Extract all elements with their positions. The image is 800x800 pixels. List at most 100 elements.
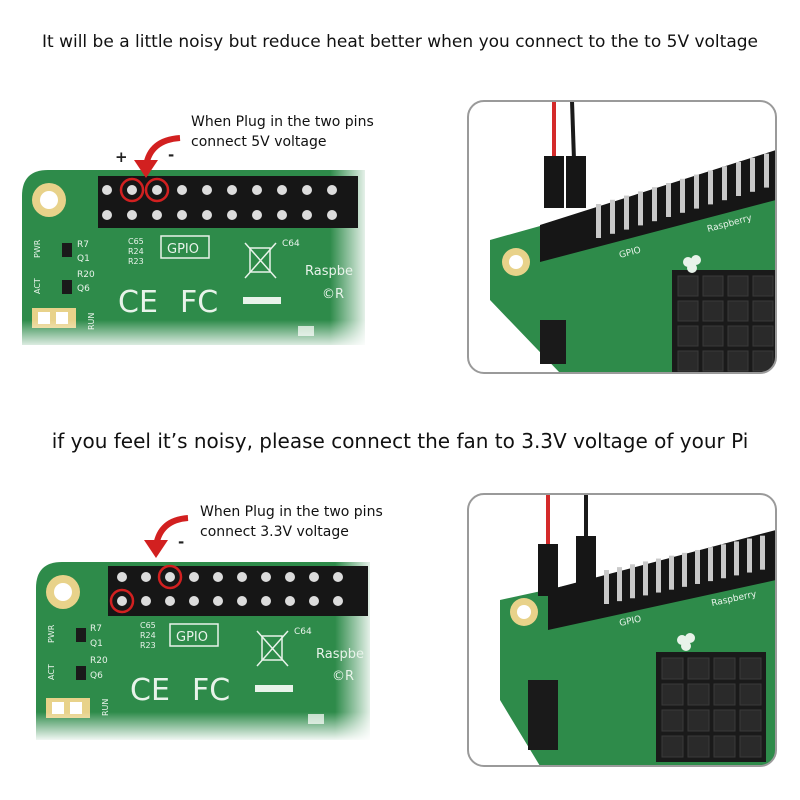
heatsink-fin xyxy=(661,735,684,758)
heatsink-fin xyxy=(687,709,710,732)
svg-text:Q6: Q6 xyxy=(90,671,103,681)
header-pin xyxy=(277,185,287,195)
svg-text:RUN: RUN xyxy=(101,699,110,716)
heatsink-fin xyxy=(713,709,736,732)
bottom-heading: if you feel it’s noisy, please connect t… xyxy=(51,429,749,453)
header-pin xyxy=(237,572,247,582)
header-pin xyxy=(630,564,635,599)
callout-top-line2: connect 5V voltage xyxy=(191,134,327,150)
header-pin xyxy=(734,541,739,576)
header-pin xyxy=(285,572,295,582)
raspberry-logo-icon xyxy=(683,255,701,273)
minus-sign: - xyxy=(178,533,185,551)
header-pin xyxy=(682,552,687,587)
header-pin xyxy=(261,572,271,582)
heatsink-fin xyxy=(677,300,699,322)
dupont-connector xyxy=(544,156,564,208)
heatsink-fin xyxy=(687,735,710,758)
header-pin xyxy=(596,204,601,238)
header-pin xyxy=(708,547,713,582)
heatsink-fin xyxy=(677,350,699,372)
header-pin xyxy=(722,166,727,201)
svg-text:C65: C65 xyxy=(128,237,144,246)
svg-text:C65: C65 xyxy=(140,621,156,630)
heatsink-fin xyxy=(702,275,724,297)
header-pin xyxy=(669,555,674,590)
svg-text:Q1: Q1 xyxy=(77,254,90,264)
header-pin xyxy=(177,210,187,220)
heatsink-fin xyxy=(677,325,699,347)
svg-text:PWR: PWR xyxy=(33,239,42,258)
header-pin xyxy=(213,572,223,582)
pin-highlight-3v3 xyxy=(109,588,135,614)
gpio-label: GPIO xyxy=(176,630,208,645)
header-pin xyxy=(302,185,312,195)
heatsink-fin xyxy=(739,735,762,758)
header-pin xyxy=(604,570,609,604)
svg-text:ACT: ACT xyxy=(47,664,56,680)
weee-bin-icon xyxy=(256,630,289,667)
callout-bottom-line1: When Plug in the two pins xyxy=(200,504,383,520)
header-pin xyxy=(302,210,312,220)
header-pin xyxy=(680,178,685,213)
heatsink-fin xyxy=(713,735,736,758)
heatsink-fin xyxy=(677,275,699,297)
heatsink-fin xyxy=(752,300,774,322)
svg-text:R7: R7 xyxy=(90,624,102,634)
heatsink-fin xyxy=(713,657,736,680)
plus-sign: + xyxy=(115,148,128,166)
header-pin xyxy=(189,572,199,582)
dupont-connector xyxy=(576,536,596,588)
heatsink-fin xyxy=(739,683,762,706)
heatsink-fin xyxy=(687,683,710,706)
header-pin xyxy=(152,210,162,220)
header-pin xyxy=(708,170,713,205)
header-pin xyxy=(189,596,199,606)
header-pin xyxy=(652,187,657,222)
copyright-label: ©R xyxy=(322,287,344,302)
svg-text:PWR: PWR xyxy=(47,624,56,643)
header-pin xyxy=(695,549,700,584)
header-pin xyxy=(202,185,212,195)
top-heading: It will be a little noisy but reduce hea… xyxy=(42,32,758,52)
raspberry-label: Raspbe xyxy=(316,647,364,662)
heatsink-fin xyxy=(687,657,710,680)
header-pin xyxy=(638,191,643,226)
header-pin xyxy=(624,195,629,230)
weee-bin-icon xyxy=(244,242,277,279)
svg-text:R7: R7 xyxy=(77,240,89,250)
header-pin xyxy=(227,185,237,195)
header-pin xyxy=(610,199,615,234)
header-pin xyxy=(117,572,127,582)
callout-bottom-line2: connect 3.3V voltage xyxy=(200,524,349,540)
header-pin xyxy=(750,157,755,192)
callout-bottom: When Plug in the two pins connect 3.3V v… xyxy=(200,502,383,542)
photo-top-right: GPIO Raspberry xyxy=(467,100,777,374)
raspberry-label: Raspbe xyxy=(305,264,353,279)
heatsink-fin xyxy=(739,657,762,680)
ce-mark: CE xyxy=(130,673,170,708)
gpio-label: GPIO xyxy=(167,242,199,257)
header-pin xyxy=(694,174,699,209)
heatsink-fin xyxy=(739,709,762,732)
header-pin xyxy=(277,210,287,220)
raspberry-logo-icon xyxy=(677,633,695,651)
header-pin xyxy=(117,596,127,606)
svg-text:ACT: ACT xyxy=(33,278,42,294)
header-pin xyxy=(656,558,661,593)
header-pin xyxy=(285,596,295,606)
svg-text:Q1: Q1 xyxy=(90,639,103,649)
heatsink-fin xyxy=(702,300,724,322)
svg-text:R23: R23 xyxy=(140,641,156,650)
header-pin xyxy=(141,572,151,582)
header-pin xyxy=(333,572,343,582)
heatsink-fin xyxy=(702,350,724,372)
svg-text:GPIO: GPIO xyxy=(619,615,643,629)
heatsink-fin xyxy=(727,275,749,297)
photo-frame xyxy=(467,493,777,767)
heatsink-fin xyxy=(702,325,724,347)
header-pin xyxy=(152,185,162,195)
heatsink-fin xyxy=(752,350,774,372)
header-pin xyxy=(764,153,769,188)
